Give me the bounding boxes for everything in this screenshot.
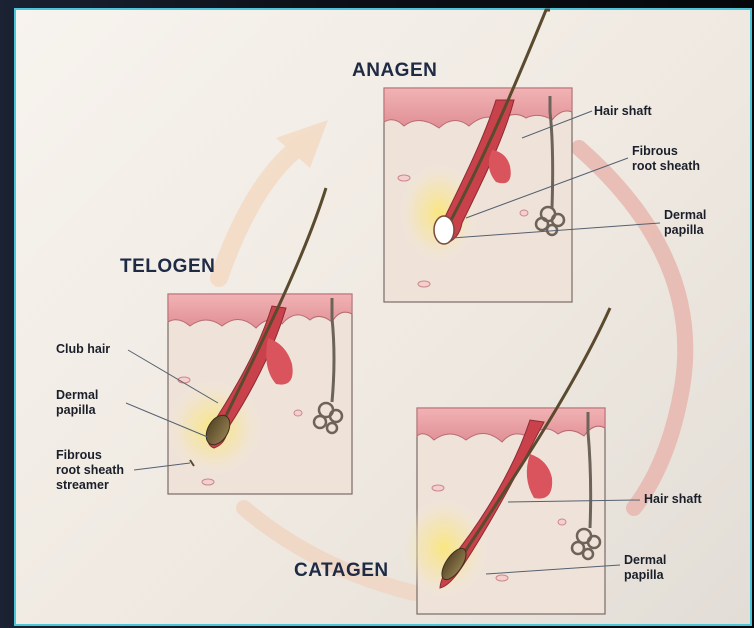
catagen-label-dermal-papilla: Dermal papilla: [624, 553, 666, 583]
cycle-arrow-telogen-to-anagen: [219, 120, 328, 278]
anagen-panel: [384, 10, 572, 302]
telogen-panel: [166, 188, 352, 494]
anagen-label-hair-shaft: Hair shaft: [594, 104, 652, 119]
stage-title-catagen: CATAGEN: [294, 560, 389, 582]
stage-title-anagen: ANAGEN: [352, 60, 437, 82]
anagen-label-dermal-papilla: Dermal papilla: [664, 208, 706, 238]
anagen-label-fibrous-root-sheath: Fibrous root sheath: [632, 144, 700, 174]
telogen-label-dermal-papilla: Dermal papilla: [56, 388, 98, 418]
hair-cycle-diagram: [14, 8, 752, 626]
diagram-frame: ANAGEN TELOGEN CATAGEN Hair shaft Fibrou…: [14, 8, 752, 626]
stage-title-telogen: TELOGEN: [120, 256, 215, 278]
catagen-label-hair-shaft: Hair shaft: [644, 492, 702, 507]
telogen-label-club-hair: Club hair: [56, 342, 110, 357]
telogen-label-fibrous-root-sheath-streamer: Fibrous root sheath streamer: [56, 448, 124, 493]
